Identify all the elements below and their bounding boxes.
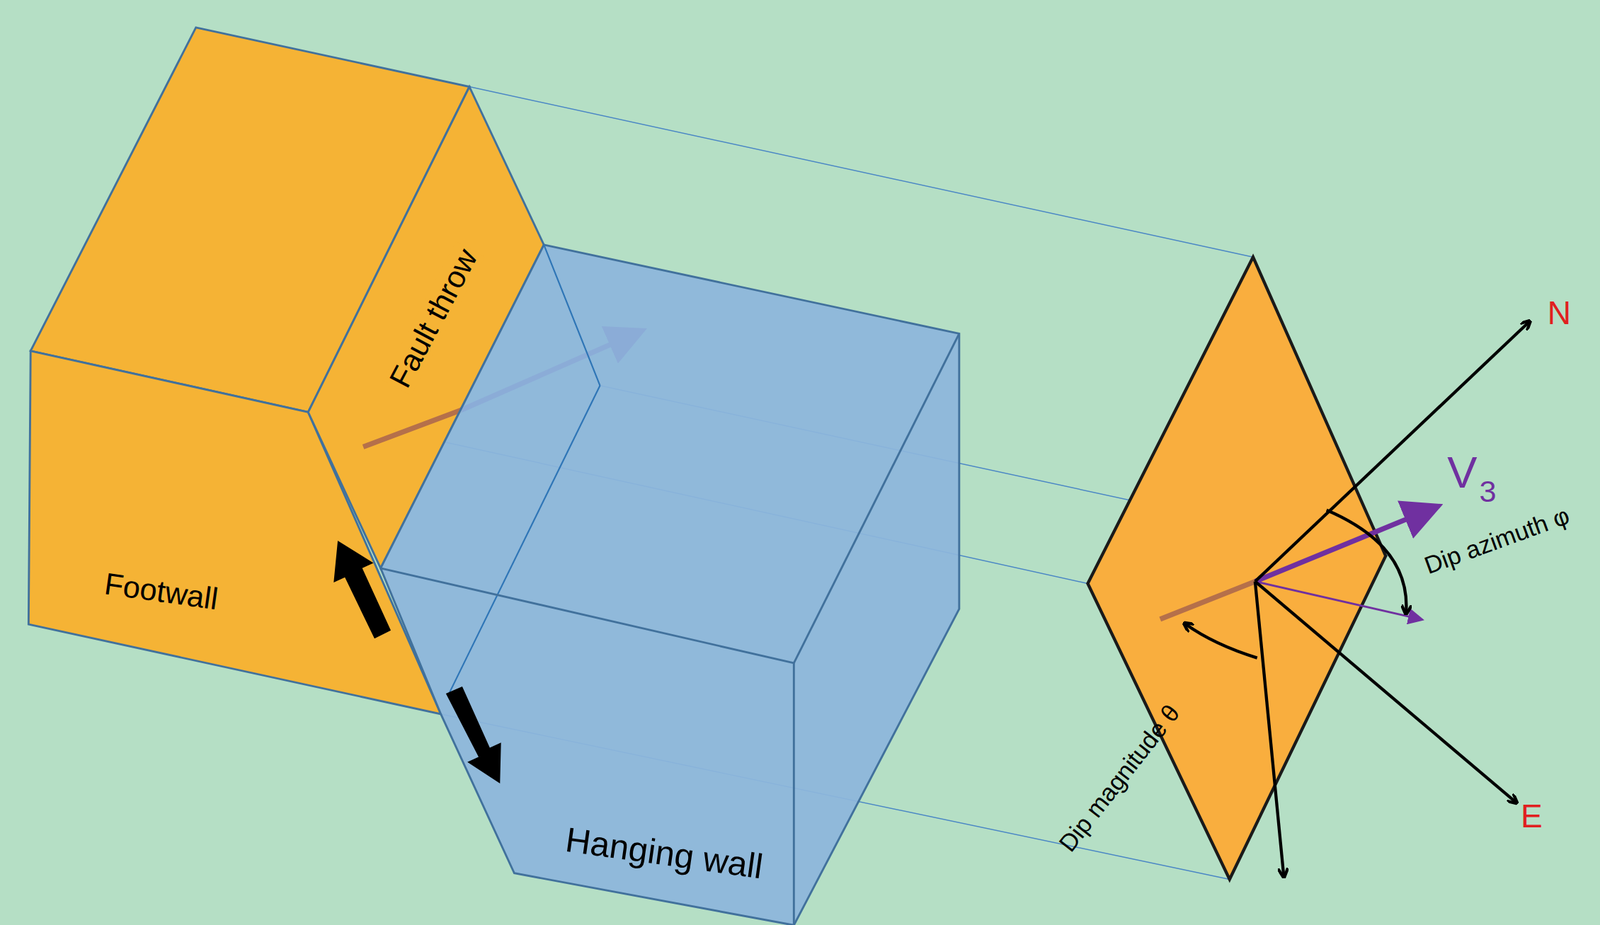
- vector-subscript: 3: [1478, 476, 1496, 507]
- vector-symbol: V: [1447, 450, 1477, 495]
- dip-magnitude-label: Dip magnitude θ: [1054, 700, 1184, 857]
- north-label: N: [1547, 296, 1571, 330]
- east-label: E: [1520, 800, 1543, 833]
- dip-azimuth-label: Dip azimuth φ: [1421, 503, 1574, 579]
